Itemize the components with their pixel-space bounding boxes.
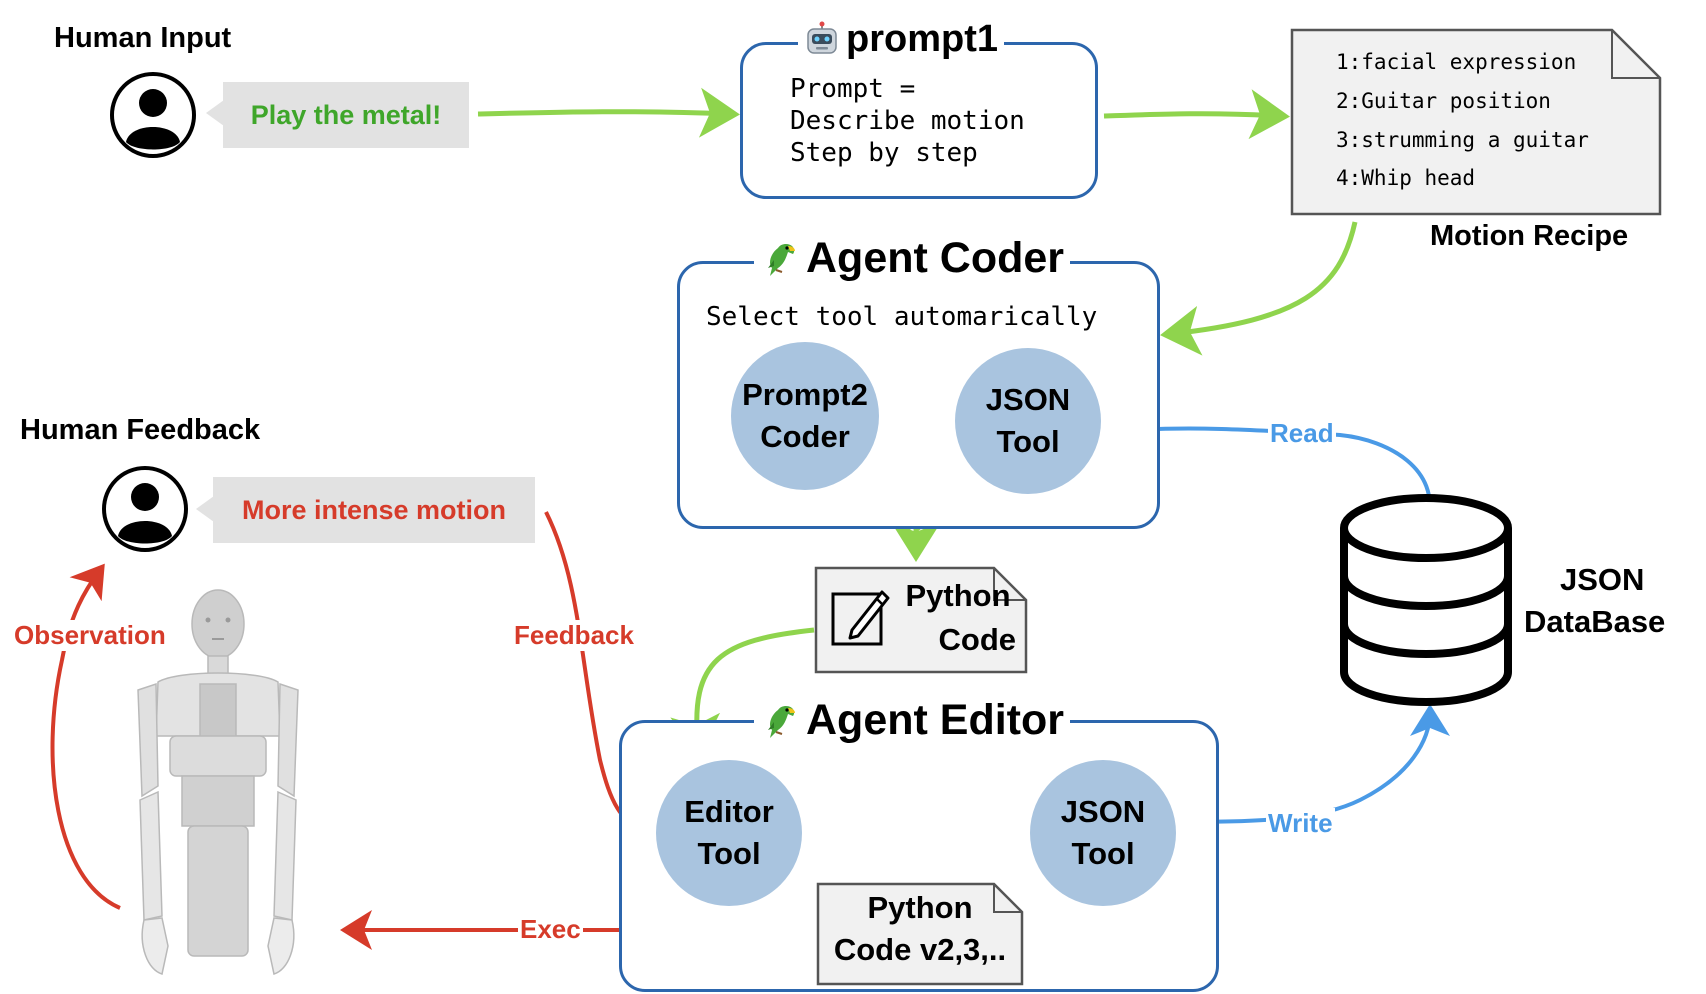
human-feedback-title: Human Feedback [20, 414, 261, 446]
motion-recipe-doc [1290, 28, 1662, 216]
agent-coder-title-text: Agent Coder [806, 233, 1064, 282]
human-input-title: Human Input [54, 22, 232, 54]
database-label-1: JSON [1560, 562, 1645, 597]
prompt1-title-text: prompt1 [846, 17, 998, 60]
prompt2coder-label-1: Prompt2 [742, 377, 868, 412]
agent-coder-json-tool[interactable]: JSON Tool [955, 348, 1101, 494]
parrot-icon [760, 700, 800, 740]
database-label-2: DataBase [1524, 604, 1666, 639]
editor-json-tool-label-2: Tool [1071, 836, 1135, 871]
human-feedback-bubble-tail [196, 496, 214, 522]
arrow-input-to-prompt1 [477, 87, 740, 138]
arrow-prompt1-to-recipe [1103, 89, 1290, 140]
prompt1-line-2: Describe motion [790, 106, 1025, 136]
motion-recipe-item-3: 3:strumming a guitar [1336, 128, 1589, 152]
agent-editor-editor-tool[interactable]: Editor Tool [656, 760, 802, 906]
python-code-line-1: Python [905, 578, 1011, 613]
human-input-bubble-tail [206, 100, 224, 126]
agent-coder-prompt2coder-tool[interactable]: Prompt2 Coder [731, 342, 879, 490]
python-code-v2-line-2: Code v2,3,.. [833, 932, 1007, 967]
read-label: Read [1268, 418, 1336, 449]
python-code-v2-line-1: Python [867, 890, 973, 925]
agent-coder-subtitle: Select tool automarically [706, 302, 1098, 332]
parrot-icon [760, 238, 800, 278]
python-code-v2-doc [816, 882, 1024, 986]
agent-editor-title: Agent Editor [754, 694, 1070, 746]
prompt2coder-label-2: Coder [760, 419, 850, 454]
observation-label: Observation [12, 620, 168, 651]
motion-recipe-item-2: 2:Guitar position [1336, 89, 1551, 113]
coder-json-tool-label-1: JSON [985, 382, 1071, 417]
human-feedback-avatar-icon [100, 464, 190, 554]
robot-icon [804, 21, 840, 57]
arrow-code-to-editor [670, 627, 815, 755]
human-feedback-bubble: More intense motion [213, 477, 535, 543]
prompt1-title: prompt1 [798, 16, 1004, 62]
feedback-label: Feedback [512, 620, 636, 651]
humanoid-robot-figure [118, 586, 318, 982]
edit-icon [830, 586, 892, 648]
human-input-avatar-icon [108, 70, 198, 160]
prompt1-line-1: Prompt = [790, 74, 916, 104]
database-icon [1336, 492, 1516, 708]
python-code-line-2: Code [938, 622, 1017, 657]
motion-recipe-item-4: 4:Whip head [1336, 166, 1476, 190]
agent-editor-json-tool[interactable]: JSON Tool [1030, 760, 1176, 906]
editor-json-tool-label-1: JSON [1060, 794, 1146, 829]
arrow-observation [50, 563, 121, 910]
arrow-editor-write [1177, 704, 1450, 824]
write-label: Write [1266, 808, 1335, 839]
prompt1-box [740, 42, 1098, 199]
prompt1-line-3: Step by step [790, 138, 978, 168]
arrow-recipe-to-coder [1160, 221, 1358, 356]
agent-coder-title: Agent Coder [754, 232, 1070, 284]
exec-label: Exec [518, 914, 583, 945]
editor-tool-label-2: Tool [697, 836, 761, 871]
human-input-bubble: Play the metal! [223, 82, 469, 148]
agent-editor-title-text: Agent Editor [806, 695, 1064, 744]
coder-json-tool-label-2: Tool [996, 424, 1060, 459]
editor-tool-label-1: Editor [684, 794, 774, 829]
motion-recipe-item-1: 1:facial expression [1336, 50, 1577, 74]
motion-recipe-label: Motion Recipe [1430, 220, 1629, 252]
